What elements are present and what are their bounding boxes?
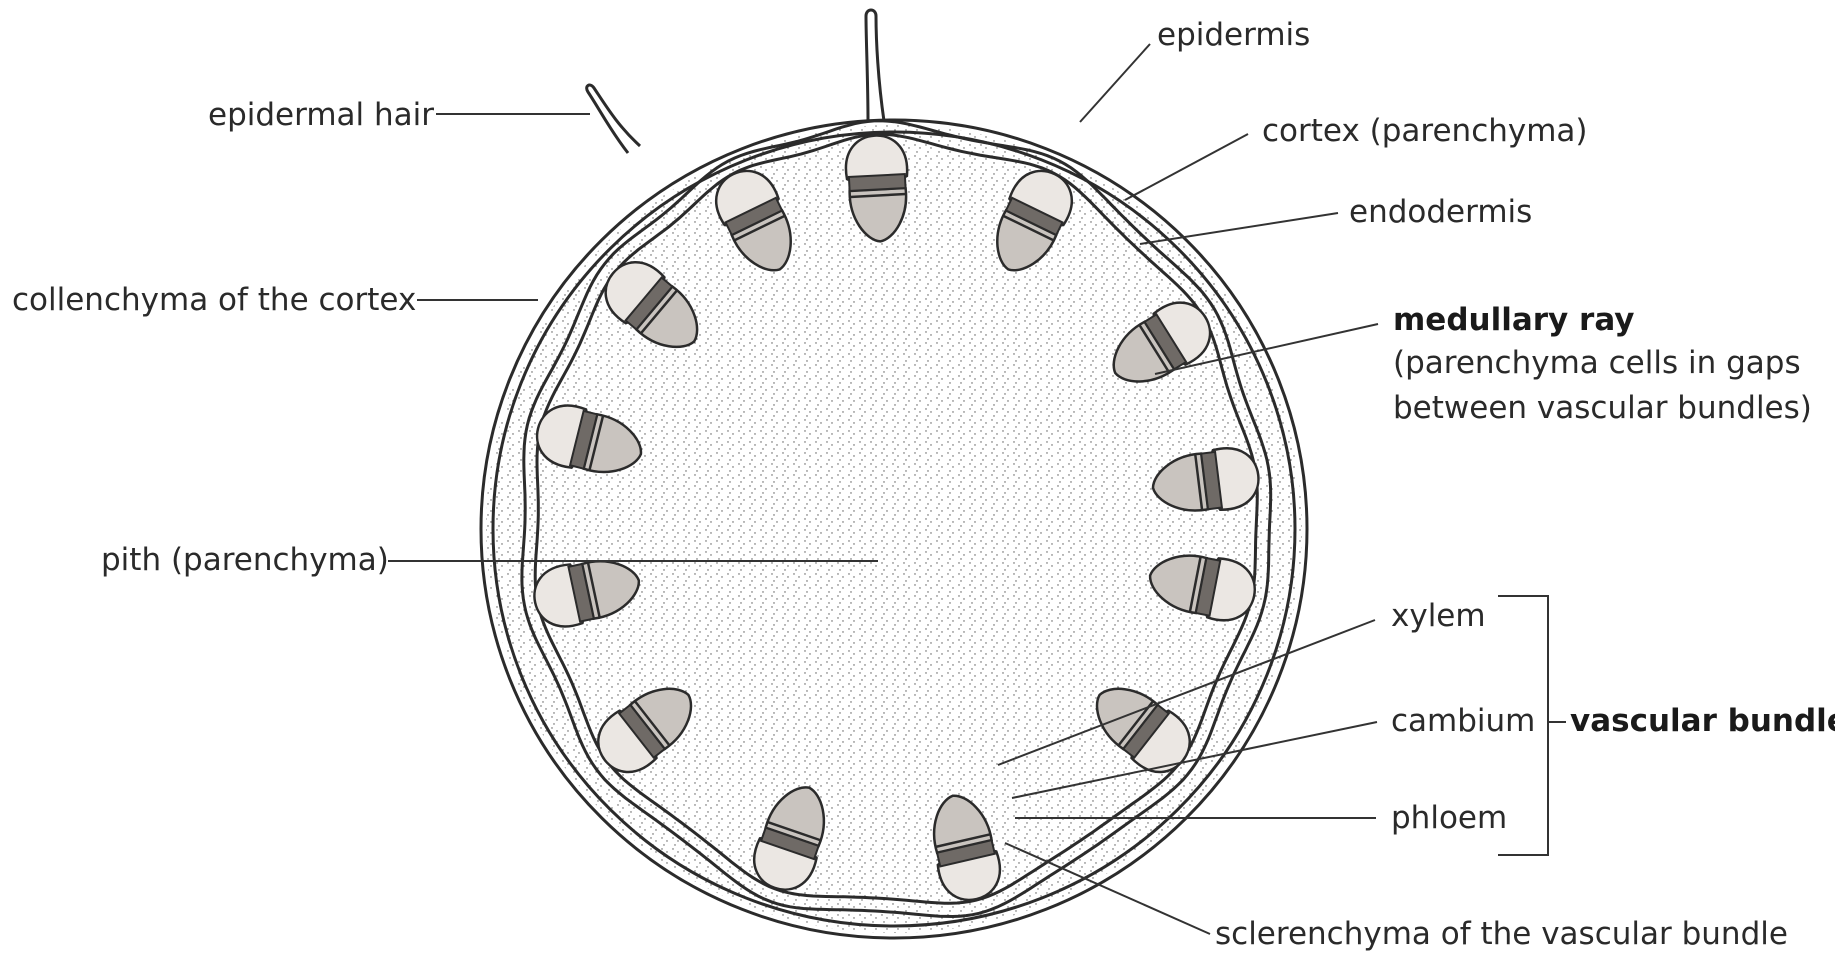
- label-cambium: cambium: [1391, 703, 1535, 739]
- label-epidermal-hair: epidermal hair: [208, 97, 434, 133]
- cortex-region: [486, 125, 1302, 933]
- epidermal-hair-left: [587, 85, 640, 153]
- label-sclerenchyma: sclerenchyma of the vascular bundle: [1215, 916, 1788, 952]
- label-endodermis: endodermis: [1349, 194, 1532, 230]
- epidermal-hair-top: [866, 10, 884, 122]
- leader-endodermis: [1140, 213, 1338, 244]
- label-medullary-ray-line2: between vascular bundles): [1393, 390, 1812, 426]
- label-medullary-ray-line1: (parenchyma cells in gaps: [1393, 345, 1801, 381]
- label-xylem: xylem: [1391, 598, 1486, 634]
- label-collenchyma: collenchyma of the cortex: [12, 282, 416, 318]
- label-cortex: cortex (parenchyma): [1262, 113, 1588, 149]
- label-pith: pith (parenchyma): [101, 542, 389, 578]
- leader-cortex: [1125, 134, 1248, 200]
- label-epidermis: epidermis: [1157, 17, 1310, 53]
- phloem-band: [849, 174, 906, 191]
- label-phloem: phloem: [1391, 800, 1507, 836]
- label-medullary-ray-title: medullary ray: [1393, 302, 1635, 338]
- label-vascular-bundle: vascular bundle: [1570, 703, 1835, 739]
- leader-epidermis: [1080, 44, 1150, 122]
